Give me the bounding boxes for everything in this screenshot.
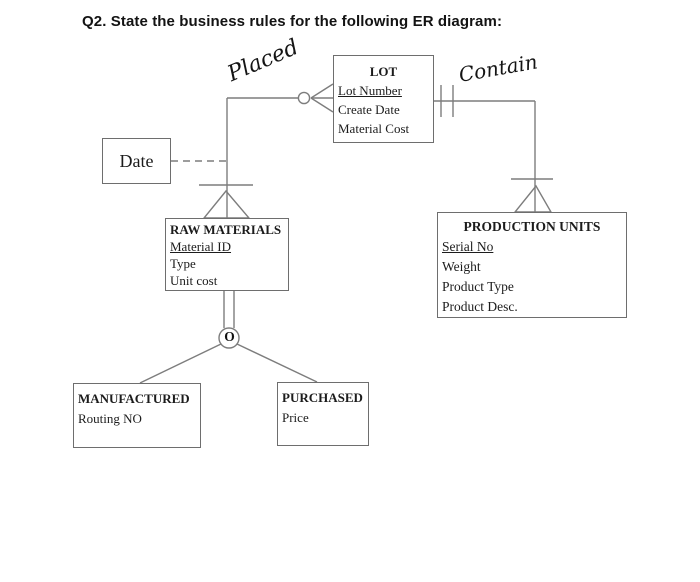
entity-production-units-key-attribute: Serial No [442,239,494,254]
entity-manufactured-attribute: Routing NO [78,411,142,426]
entity-production-units-attribute: Product Type [442,279,514,294]
entity-raw-materials-attribute: Type [170,256,196,271]
entity-manufactured-title: MANUFACTURED [78,391,190,406]
overlap-marker-label: O [224,329,235,344]
question-title: Q2. State the business rules for the fol… [82,13,503,30]
entity-raw-materials-key-attribute: Material ID [170,239,232,254]
attribute-date-box: Date [102,138,171,184]
crows-foot-production-triangle [513,184,553,213]
subtype-line-manufactured [139,343,222,384]
entity-lot-attribute: Material Cost [338,121,410,136]
entity-production-units-attribute: Product Desc. [442,299,518,314]
entity-purchased-attribute: Price [282,410,309,425]
subtype-line-purchased [236,343,318,383]
entity-lot-attribute: Create Date [338,102,400,117]
entity-production-units-attribute: Weight [442,259,481,274]
entity-raw-materials-title: RAW MATERIALS [170,222,282,237]
entity-lot-title: LOT [369,64,398,79]
entity-raw-materials-attribute: Unit cost [170,273,218,288]
entity-lot-key-attribute: Lot Number [338,83,402,98]
entity-manufactured: MANUFACTURED Routing NO [73,383,201,448]
entity-lot: LOT Lot Number Create Date Material Cost [333,55,434,143]
entity-raw-materials: RAW MATERIALS Material ID Type Unit cost [165,218,289,291]
entity-production-units: PRODUCTION UNITS Serial No Weight Produc… [437,212,627,318]
entity-production-units-title: PRODUCTION UNITS [463,219,601,234]
entity-purchased-title: PURCHASED [282,390,363,405]
zero-cardinality-circle [297,91,311,105]
entity-purchased: PURCHASED Price [277,382,369,446]
crows-foot-lot-top [310,83,334,99]
crows-foot-lot-bottom [310,97,334,113]
overlap-circle [218,327,240,349]
